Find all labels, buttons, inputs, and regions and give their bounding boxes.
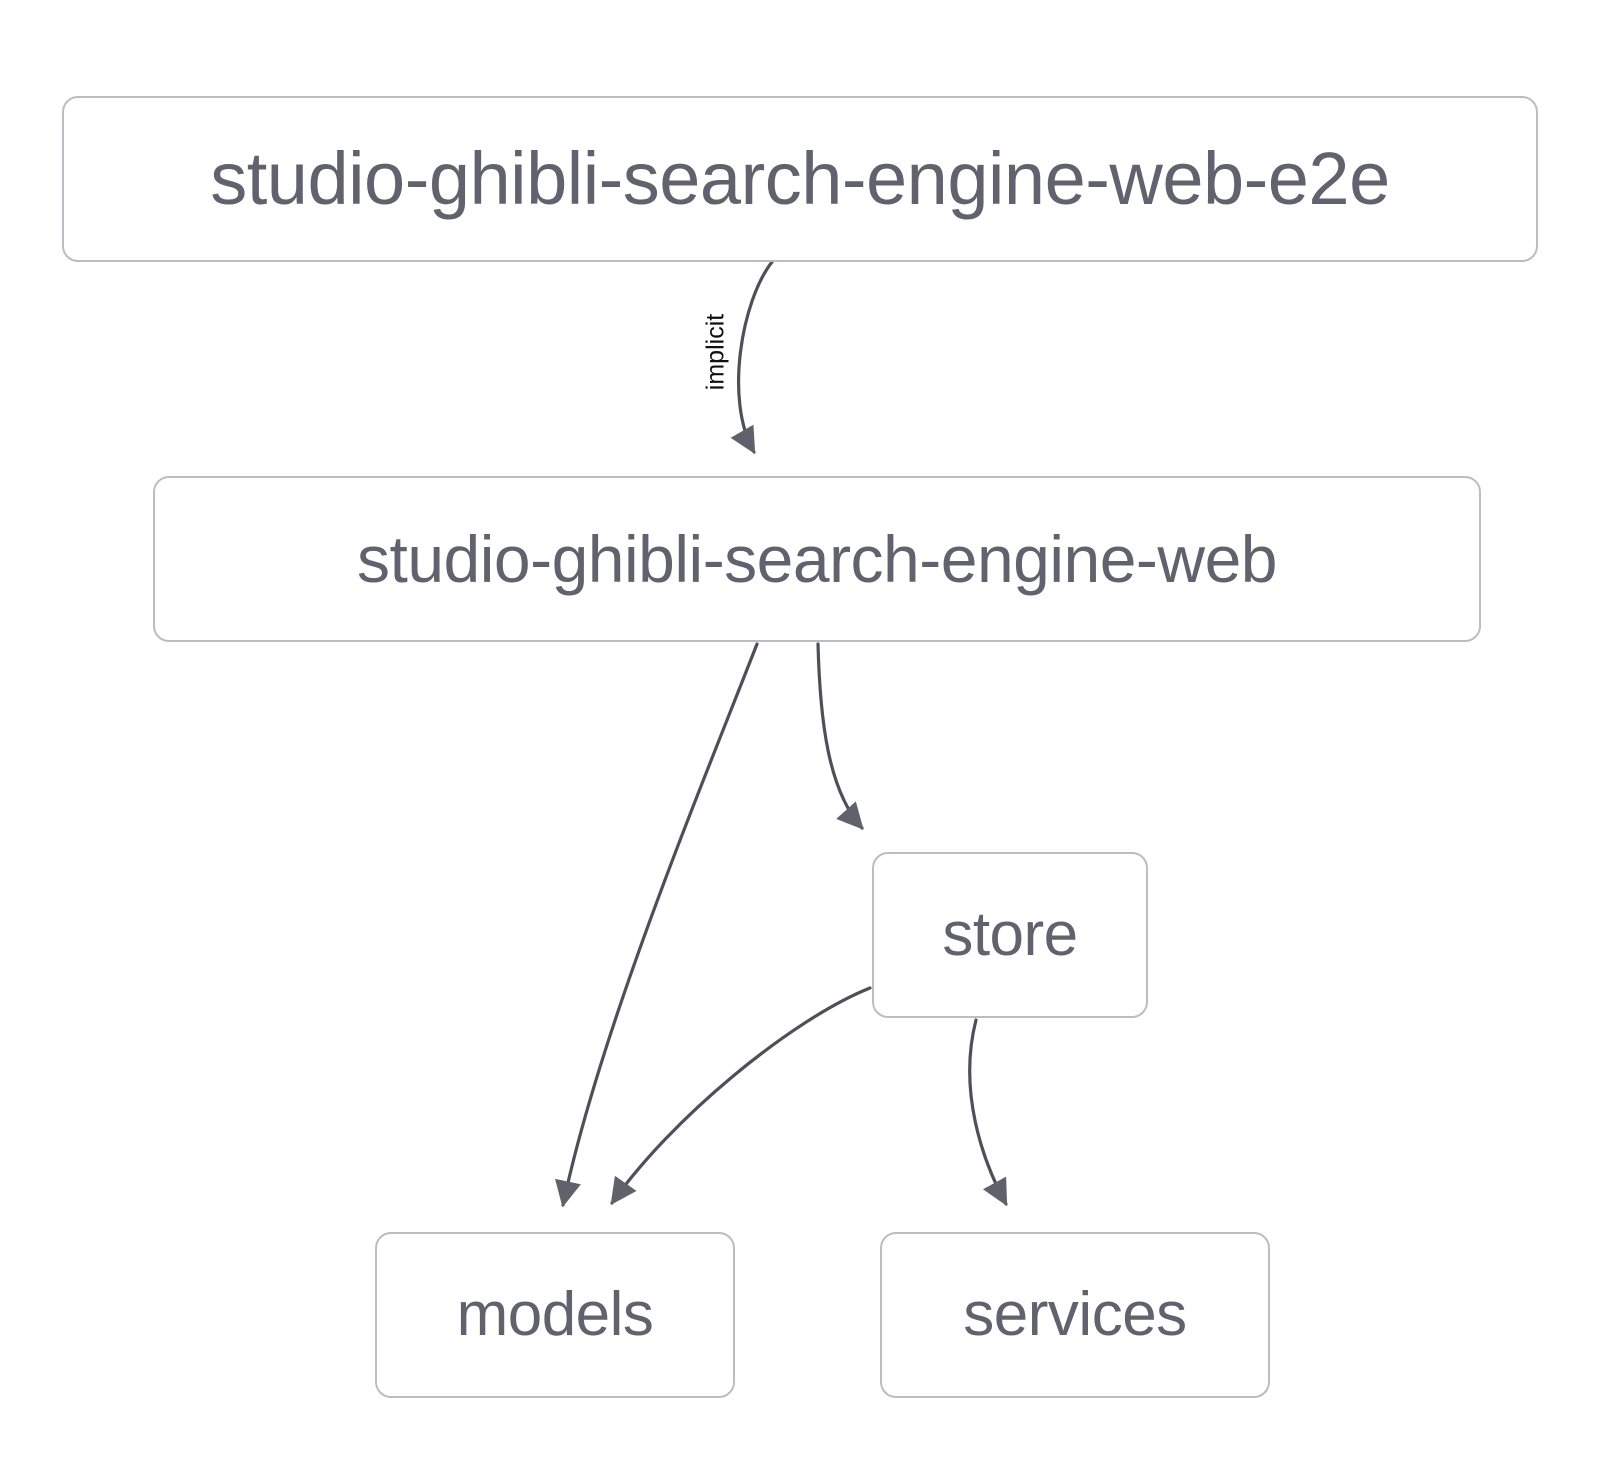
- node-studio-ghibli-search-engine-web-e2e[interactable]: studio-ghibli-search-engine-web-e2e: [62, 96, 1538, 262]
- node-label: studio-ghibli-search-engine-web-e2e: [210, 137, 1390, 220]
- node-models[interactable]: models: [375, 1232, 735, 1398]
- edge-store-to-services: [968, 1018, 1008, 1207]
- node-store[interactable]: store: [872, 852, 1148, 1018]
- node-label: studio-ghibli-search-engine-web: [356, 522, 1278, 596]
- edge-web-to-models: [555, 642, 759, 1208]
- edge-store-to-models: [610, 986, 872, 1205]
- edge-e2e-to-web: [730, 260, 774, 455]
- edge-web-to-store: [816, 642, 864, 830]
- node-studio-ghibli-search-engine-web[interactable]: studio-ghibli-search-engine-web: [153, 476, 1481, 642]
- edge-label-implicit: implicit: [701, 313, 730, 391]
- node-label: models: [456, 1280, 654, 1349]
- node-label: store: [942, 900, 1078, 969]
- node-label: services: [963, 1280, 1187, 1349]
- node-services[interactable]: services: [880, 1232, 1270, 1398]
